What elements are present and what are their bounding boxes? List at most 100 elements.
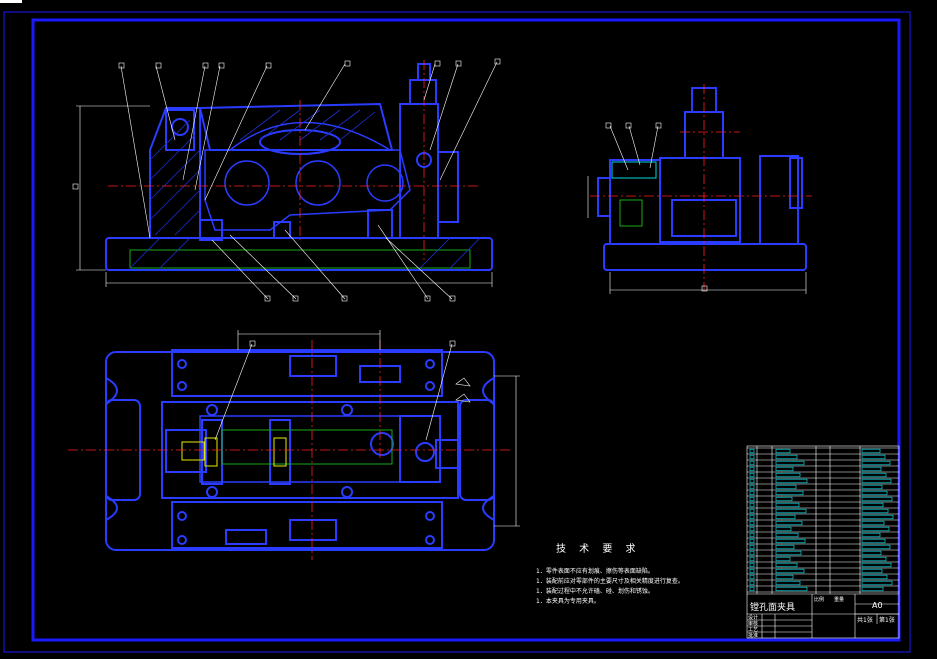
parts-list-cell-mark xyxy=(775,562,798,568)
technical-requirements-heading: 技 术 要 求 xyxy=(556,544,641,555)
parts-list-cell-mark xyxy=(861,574,888,580)
label-check: 审核 xyxy=(748,621,759,627)
parts-list-index-mark xyxy=(749,448,755,454)
parts-list-cell-mark xyxy=(861,514,894,520)
workpiece xyxy=(204,149,411,231)
parts-list-cell-mark xyxy=(775,466,794,472)
parts-list-cell-mark xyxy=(775,490,804,496)
parts-list-cell-mark xyxy=(861,448,881,454)
front-view xyxy=(105,63,493,271)
plan-view-dimensions xyxy=(214,330,520,527)
label-weight: 重量 xyxy=(834,597,845,603)
parts-list-cell-mark xyxy=(775,538,806,544)
parts-list-cells xyxy=(749,448,894,592)
parts-list-index-mark xyxy=(749,556,755,562)
parts-list-cell-mark xyxy=(861,526,890,532)
base-plate xyxy=(105,237,493,271)
parts-list-cell-mark xyxy=(775,568,805,574)
parts-list-cell-mark xyxy=(775,580,801,586)
parts-list-cell-mark xyxy=(861,586,884,592)
technical-requirement-item: 1．装配过程中不允许磕、碰、划伤和锈蚀。 xyxy=(536,588,654,595)
parts-list-cell-mark xyxy=(861,454,886,460)
parts-list-index-mark xyxy=(749,502,755,508)
parts-list-index-mark xyxy=(749,574,755,580)
parts-list-cell-mark xyxy=(861,580,893,586)
left-bracket xyxy=(149,107,201,238)
parts-list-cell-mark xyxy=(861,550,882,556)
parts-list-cell-mark xyxy=(775,544,795,550)
parts-list-cell-mark xyxy=(861,490,888,496)
parts-list-cell-mark xyxy=(775,556,791,562)
parts-list-cell-mark xyxy=(861,520,885,526)
parts-list-cell-mark xyxy=(861,484,883,490)
parts-list-cell-mark xyxy=(775,454,798,460)
plan-view-detail xyxy=(181,429,393,467)
parts-list-index-mark xyxy=(749,466,755,472)
drawing-title: 镗孔面夹具 xyxy=(750,603,796,613)
parts-list-cell-mark xyxy=(861,508,889,514)
technical-requirement-item: 1．装配前应对零部件的主要尺寸及相关精度进行复查。 xyxy=(536,578,684,585)
label-approve: 批准 xyxy=(748,633,759,639)
front-view-balloons xyxy=(72,58,501,302)
parts-list-index-mark xyxy=(749,478,755,484)
parts-list-index-mark xyxy=(749,532,755,538)
parts-list-cell-mark xyxy=(775,460,805,466)
parts-list-cell-mark xyxy=(861,544,891,550)
parts-list-cell-mark xyxy=(861,472,887,478)
parts-list-cell-mark xyxy=(775,448,791,454)
parts-list-index-mark xyxy=(749,586,755,592)
sheet-number: 第1张 xyxy=(879,617,895,624)
parts-list-cell-mark xyxy=(775,496,793,502)
parts-list-cell-mark xyxy=(861,556,887,562)
parts-list-index-mark xyxy=(749,514,755,520)
parts-list-cell-mark xyxy=(775,532,799,538)
parts-list-index-mark xyxy=(749,544,755,550)
technical-requirement-item: 1．本夹具为专用夹具。 xyxy=(536,598,600,605)
parts-list-cell-mark xyxy=(861,478,892,484)
side-base xyxy=(603,243,807,271)
label-design: 设计 xyxy=(748,615,759,621)
parts-list-cell-mark xyxy=(775,514,796,520)
sheet-size: A0 xyxy=(872,601,883,610)
parts-list-rows xyxy=(747,446,899,594)
parts-list-cell-mark xyxy=(775,472,801,478)
parts-list-cell-mark xyxy=(861,460,891,466)
side-view xyxy=(597,87,807,271)
parts-list-index-mark xyxy=(749,538,755,544)
parts-list-cell-mark xyxy=(775,502,800,508)
front-view-centerlines xyxy=(108,60,480,260)
sheet-border-inner xyxy=(31,18,901,642)
parts-list-index-mark xyxy=(749,526,755,532)
parts-list-cell-mark xyxy=(775,520,803,526)
side-view-dimensions xyxy=(587,122,807,294)
parts-list-cell-mark xyxy=(775,586,808,592)
parts-list-index-mark xyxy=(749,562,755,568)
top-cover xyxy=(198,102,394,151)
parts-list-cell-mark xyxy=(861,562,892,568)
sheet-border-outer xyxy=(3,11,911,653)
parts-list-index-mark xyxy=(749,580,755,586)
parts-list-cell-mark xyxy=(861,496,893,502)
label-process: 工艺 xyxy=(748,627,759,633)
parts-list-index-mark xyxy=(749,490,755,496)
parts-list-index-mark xyxy=(749,472,755,478)
parts-list-cell-mark xyxy=(861,538,886,544)
parts-list-index-mark xyxy=(749,496,755,502)
parts-list-cell-mark xyxy=(775,478,808,484)
parts-list-index-mark xyxy=(749,460,755,466)
parts-list-cell-mark xyxy=(861,568,883,574)
parts-list-cell-mark xyxy=(775,508,807,514)
side-view-centerlines xyxy=(590,84,812,290)
parts-list-cell-mark xyxy=(775,484,797,490)
parts-list-index-mark xyxy=(749,520,755,526)
parts-list-cell-mark xyxy=(775,550,802,556)
parts-list-cell-mark xyxy=(861,532,881,538)
corner-mark xyxy=(0,0,22,3)
parts-list-cell-mark xyxy=(775,526,792,532)
plan-view-centerlines xyxy=(68,340,512,560)
parts-list-cell-mark xyxy=(775,574,794,580)
parts-list-index-mark xyxy=(749,568,755,574)
sheet-total: 共1张 xyxy=(857,617,873,624)
front-view-dimensions xyxy=(76,61,498,300)
